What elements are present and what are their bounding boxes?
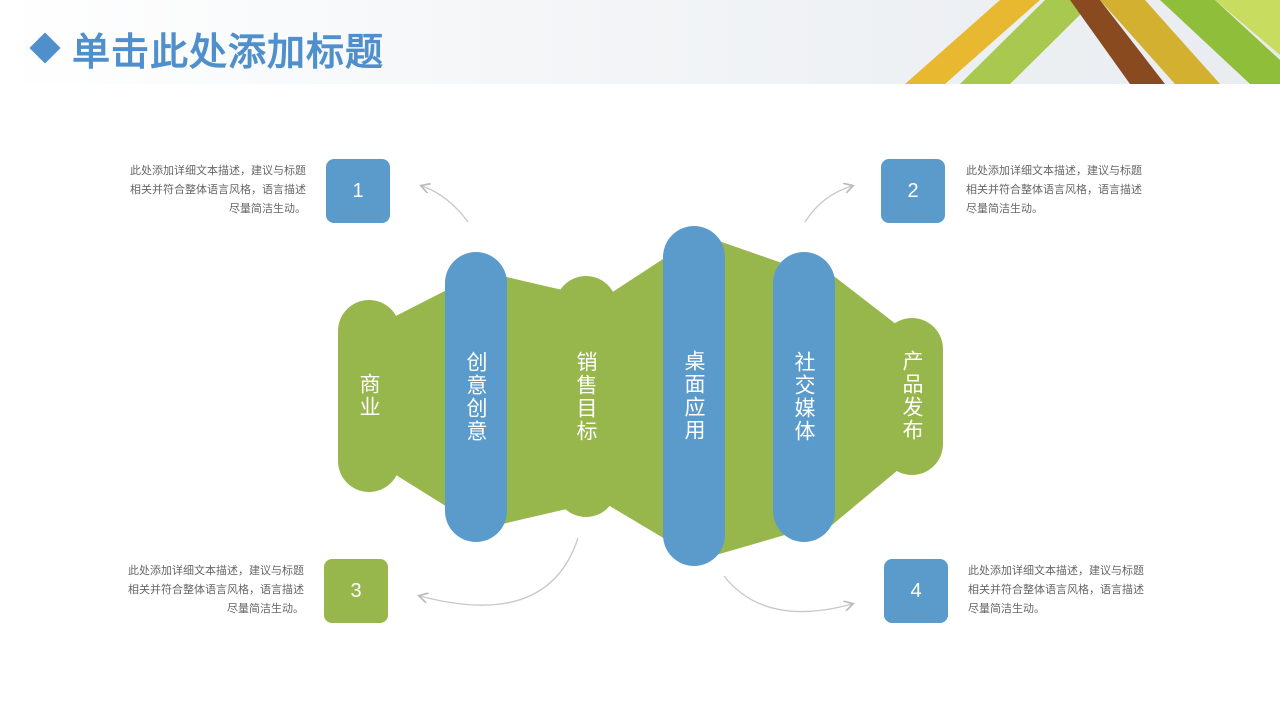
pill-label-desktop-app: 桌面应用 [682,350,706,442]
callout-4-text: 此处添加详细文本描述，建议与标题 相关并符合整体语言风格，语言描述 尽量简洁生动… [968,561,1168,618]
text-line: 尽量简洁生动。 [229,202,306,215]
pill-social-media [773,252,835,542]
pill-product-launch [881,318,943,475]
callout-2-number: 2 [881,159,945,223]
pill-sales-target [555,276,617,517]
callout-1-text: 此处添加详细文本描述，建议与标题 相关并符合整体语言风格，语言描述 尽量简洁生动… [106,161,306,218]
text-line: 此处添加详细文本描述，建议与标题 [128,564,304,577]
callout-4-number: 4 [884,559,948,623]
pill-label-product-launch: 产品发布 [900,350,924,442]
pill-label-sales-target: 销售目标 [574,351,598,443]
page-title: 单击此处添加标题 [72,29,385,74]
header-decoration [905,0,1280,84]
text-line: 相关并符合整体语言风格，语言描述 [968,583,1144,596]
pill-business [338,300,400,492]
text-line: 此处添加详细文本描述，建议与标题 [130,164,306,177]
text-line: 此处添加详细文本描述，建议与标题 [968,564,1144,577]
pill-label-business: 商业 [357,373,381,419]
text-line: 此处添加详细文本描述，建议与标题 [966,164,1142,177]
pill-label-social-media: 社交媒体 [792,351,816,443]
text-line: 尽量简洁生动。 [227,602,304,615]
arrow-to-2 [804,186,852,223]
callout-2-text: 此处添加详细文本描述，建议与标题 相关并符合整体语言风格，语言描述 尽量简洁生动… [966,161,1166,218]
text-line: 相关并符合整体语言风格，语言描述 [130,183,306,196]
text-line: 尽量简洁生动。 [966,202,1043,215]
arrow-to-3 [420,537,579,606]
arrow-to-1 [422,186,469,223]
callout-1-number: 1 [326,159,390,223]
title-block: 单击此处添加标题 [28,22,384,74]
callout-3-number: 3 [324,559,388,623]
arrow-to-4 [723,575,852,613]
text-line: 相关并符合整体语言风格，语言描述 [128,583,304,596]
pill-label-creative: 创意创意 [464,351,488,443]
text-line: 尽量简洁生动。 [968,602,1045,615]
text-line: 相关并符合整体语言风格，语言描述 [966,183,1142,196]
pill-creative [445,252,507,542]
pill-desktop-app [663,226,725,566]
callout-3-text: 此处添加详细文本描述，建议与标题 相关并符合整体语言风格，语言描述 尽量简洁生动… [104,561,304,618]
